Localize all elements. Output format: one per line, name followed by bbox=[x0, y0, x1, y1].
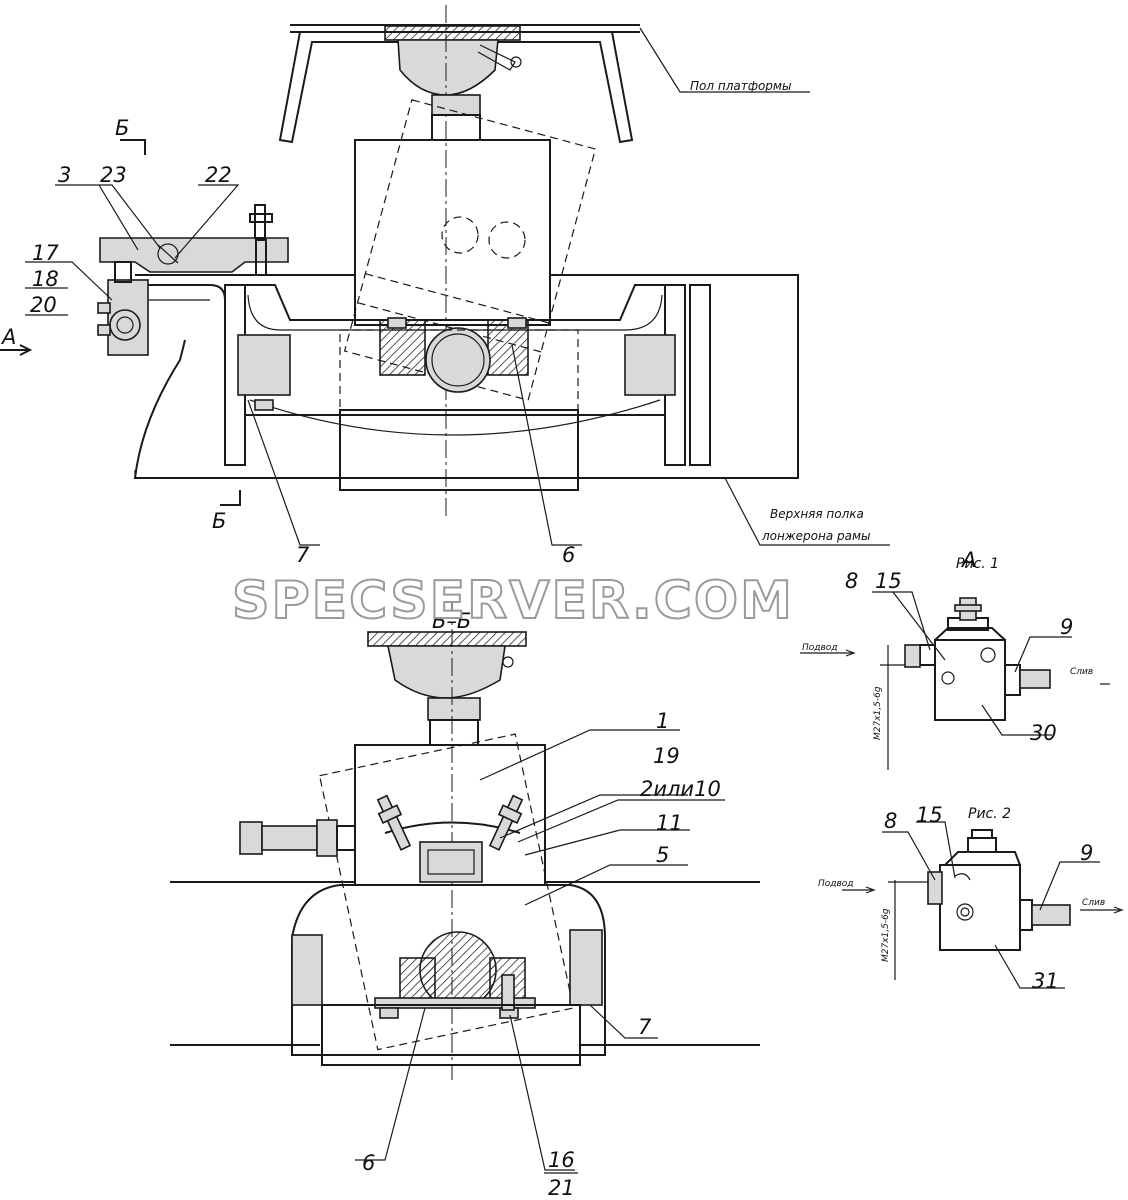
fig2-drain-label: Слив bbox=[1082, 898, 1105, 908]
callout-9-fig1: 9 bbox=[1060, 615, 1073, 639]
callout-numbers: 3 23 22 17 18 20 7 6 8 15 9 30 1 19 2или… bbox=[25, 163, 1093, 1200]
callout-31: 31 bbox=[1032, 969, 1059, 993]
fig1-valve bbox=[800, 591, 1110, 770]
fig1-supply-label: Подвод bbox=[802, 643, 838, 653]
callout-2or10: 2или10 bbox=[640, 777, 721, 801]
callout-8-fig1: 8 bbox=[845, 569, 858, 593]
section-bb-label: Б–Б bbox=[432, 609, 471, 633]
fig1-caption: Рис. 1 bbox=[956, 556, 999, 572]
arrow-a-label: А bbox=[0, 325, 16, 349]
callout-6-top: 6 bbox=[562, 543, 575, 567]
platform-floor-label: Пол платформы bbox=[690, 79, 791, 93]
callout-7-bottom: 7 bbox=[638, 1015, 652, 1039]
callout-17: 17 bbox=[32, 241, 59, 265]
top-view bbox=[0, 5, 890, 546]
callout-6-bottom: 6 bbox=[362, 1151, 375, 1175]
callout-8-fig2: 8 bbox=[884, 809, 897, 833]
callout-19: 19 bbox=[653, 744, 680, 768]
callout-1: 1 bbox=[656, 709, 669, 733]
callout-5: 5 bbox=[656, 843, 669, 867]
callout-7-top: 7 bbox=[296, 543, 310, 567]
callout-30: 30 bbox=[1030, 721, 1057, 745]
fig2-thread-label: М27х1,5-6g bbox=[881, 908, 891, 962]
section-mark-bottom: Б bbox=[212, 509, 226, 533]
callout-11: 11 bbox=[656, 811, 683, 835]
callout-9-fig2: 9 bbox=[1080, 841, 1093, 865]
fig2-valve bbox=[842, 821, 1124, 989]
callout-23: 23 bbox=[100, 163, 127, 187]
callout-18: 18 bbox=[32, 267, 59, 291]
fig1-thread-label: М27х1,5-6g bbox=[873, 686, 883, 740]
text-labels: Пол платформы Верхняя полка лонжерона ра… bbox=[0, 79, 1105, 962]
callout-15-fig1: 15 bbox=[875, 569, 902, 593]
fig1-drain-label: Слив bbox=[1070, 667, 1093, 677]
view-a-label: А bbox=[960, 548, 976, 572]
watermark: SPECSERVER.COM bbox=[232, 571, 794, 631]
frame-flange-label-1: Верхняя полка bbox=[770, 507, 864, 521]
frame-flange-label-2: лонжерона рамы bbox=[761, 529, 871, 543]
callout-20: 20 bbox=[30, 293, 57, 317]
callout-22: 22 bbox=[205, 163, 232, 187]
callout-16: 16 bbox=[548, 1148, 575, 1172]
callout-15-fig2: 15 bbox=[916, 803, 943, 827]
section-bb bbox=[170, 600, 760, 1171]
fig2-supply-label: Подвод bbox=[818, 879, 854, 889]
callout-21: 21 bbox=[548, 1176, 575, 1200]
section-mark-top: Б bbox=[115, 116, 129, 140]
callout-3: 3 bbox=[58, 163, 71, 187]
fig2-caption: Рис. 2 bbox=[968, 806, 1011, 822]
